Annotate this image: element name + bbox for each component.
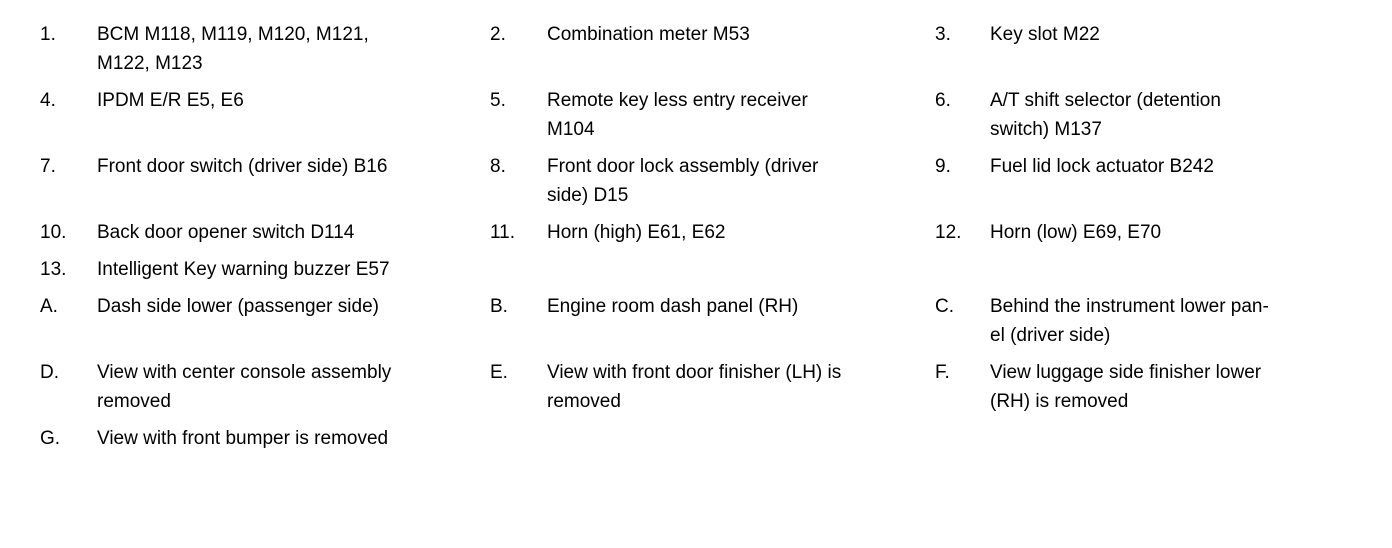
item-number: F. — [935, 362, 950, 383]
item-text: Front door lock assembly (driver side) D… — [547, 156, 819, 206]
legend-row: A. Dash side lower (passenger side) B. E… — [40, 292, 1392, 350]
item-number: B. — [490, 296, 508, 317]
item-text: A/T shift selector (detention switch) M1… — [990, 90, 1221, 140]
item-number: 2. — [490, 24, 506, 45]
legend-row: 4. IPDM E/R E5, E6 5. Remote key less en… — [40, 86, 1392, 144]
item-text: Engine room dash panel (RH) — [547, 296, 799, 317]
item-text: Behind the instrument lower pan- el (dri… — [990, 296, 1269, 346]
item-number: E. — [490, 362, 508, 383]
item-number: A. — [40, 296, 58, 317]
item-text: Back door opener switch D114 — [97, 222, 355, 243]
item-text: View with front bumper is removed — [97, 428, 389, 449]
item-number: 7. — [40, 156, 56, 177]
item-number: G. — [40, 428, 61, 449]
item-text: Horn (low) E69, E70 — [990, 222, 1162, 243]
legend-row: 10. Back door opener switch D114 11. Hor… — [40, 218, 1392, 247]
item-number: 4. — [40, 90, 56, 111]
legend-row: G. View with front bumper is removed — [40, 424, 1392, 453]
item-text: Intelligent Key warning buzzer E57 — [97, 259, 390, 280]
item-number: 10. — [40, 222, 67, 243]
item-text: Dash side lower (passenger side) — [97, 296, 379, 317]
legend-row: 13. Intelligent Key warning buzzer E57 — [40, 255, 1392, 284]
item-number: 9. — [935, 156, 951, 177]
item-number: C. — [935, 296, 954, 317]
item-text: Fuel lid lock actuator B242 — [990, 156, 1214, 177]
legend-row: 1. BCM M118, M119, M120, M121, M122, M12… — [40, 20, 1392, 78]
item-number: 6. — [935, 90, 951, 111]
item-text: Key slot M22 — [990, 24, 1100, 45]
item-text: Front door switch (driver side) B16 — [97, 156, 388, 177]
item-text: View with center console assembly remove… — [97, 362, 392, 412]
item-text: BCM M118, M119, M120, M121, M122, M123 — [97, 24, 369, 74]
item-number: 11. — [490, 222, 516, 243]
component-legend: 1. BCM M118, M119, M120, M121, M122, M12… — [40, 20, 1392, 453]
item-number: 8. — [490, 156, 506, 177]
item-text: View luggage side finisher lower (RH) is… — [990, 362, 1262, 412]
item-number: 1. — [40, 24, 56, 45]
item-text: View with front door finisher (LH) is re… — [547, 362, 842, 412]
item-text: IPDM E/R E5, E6 — [97, 90, 244, 111]
item-text: Remote key less entry receiver M104 — [547, 90, 808, 140]
item-number: D. — [40, 362, 59, 383]
legend-row: 7. Front door switch (driver side) B16 8… — [40, 152, 1392, 210]
item-text: Horn (high) E61, E62 — [547, 222, 726, 243]
item-text: Combination meter M53 — [547, 24, 750, 45]
item-number: 13. — [40, 259, 67, 280]
item-number: 5. — [490, 90, 506, 111]
item-number: 3. — [935, 24, 951, 45]
item-number: 12. — [935, 222, 962, 243]
legend-row: D. View with center console assembly rem… — [40, 358, 1392, 416]
